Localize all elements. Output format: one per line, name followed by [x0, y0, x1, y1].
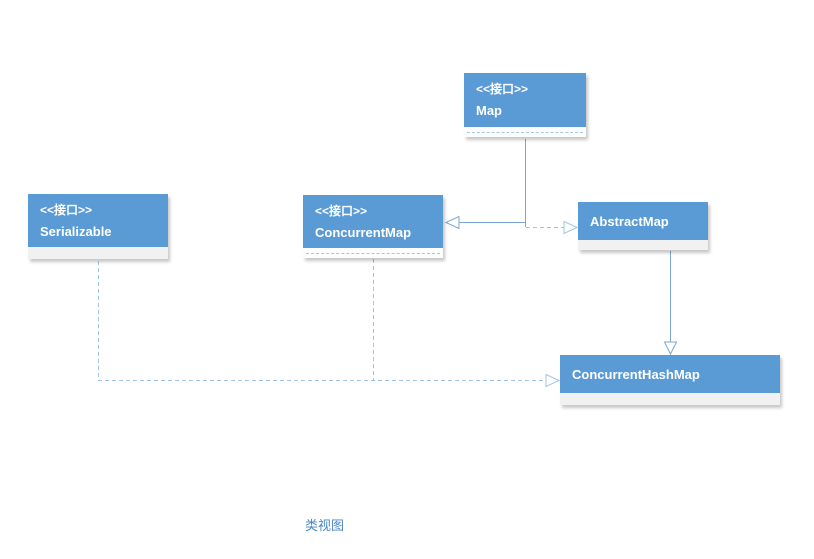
collapsed-members-strip[interactable]	[560, 393, 780, 405]
collapsed-members-strip[interactable]	[28, 247, 168, 259]
collapse-divider-line	[306, 252, 440, 254]
collapsed-members-strip[interactable]	[303, 248, 443, 258]
node-name: ConcurrentMap	[315, 225, 412, 240]
node-name: AbstractMap	[590, 213, 669, 229]
connector-map-concurrentmap[interactable]	[444, 139, 526, 230]
node-stereotype: <<接口>>	[476, 82, 529, 96]
node-name: Map	[476, 103, 502, 118]
node-stereotype: <<接口>>	[40, 203, 93, 217]
class-node-concurrentmap[interactable]: <<接口>> ConcurrentMap	[303, 195, 443, 258]
connector-map-abstractmap[interactable]	[526, 220, 579, 235]
diagram-tab-label[interactable]: 类视图	[305, 518, 345, 533]
node-name: Serializable	[40, 224, 112, 239]
connector-serializable-concurrenthashmap[interactable]	[98, 261, 561, 388]
collapsed-members-strip[interactable]	[578, 240, 708, 250]
collapse-divider-line	[467, 131, 583, 133]
class-node-abstractmap[interactable]: AbstractMap	[578, 202, 708, 250]
node-stereotype: <<接口>>	[315, 204, 368, 218]
class-node-serializable[interactable]: <<接口>> Serializable	[28, 194, 168, 259]
class-node-concurrenthashmap[interactable]: ConcurrentHashMap	[560, 355, 780, 405]
node-name: ConcurrentHashMap	[572, 366, 700, 382]
class-node-map[interactable]: <<接口>> Map	[464, 73, 586, 137]
collapsed-members-strip[interactable]	[464, 127, 586, 137]
connector-abstractmap-concurrenthashmap[interactable]	[663, 251, 678, 356]
